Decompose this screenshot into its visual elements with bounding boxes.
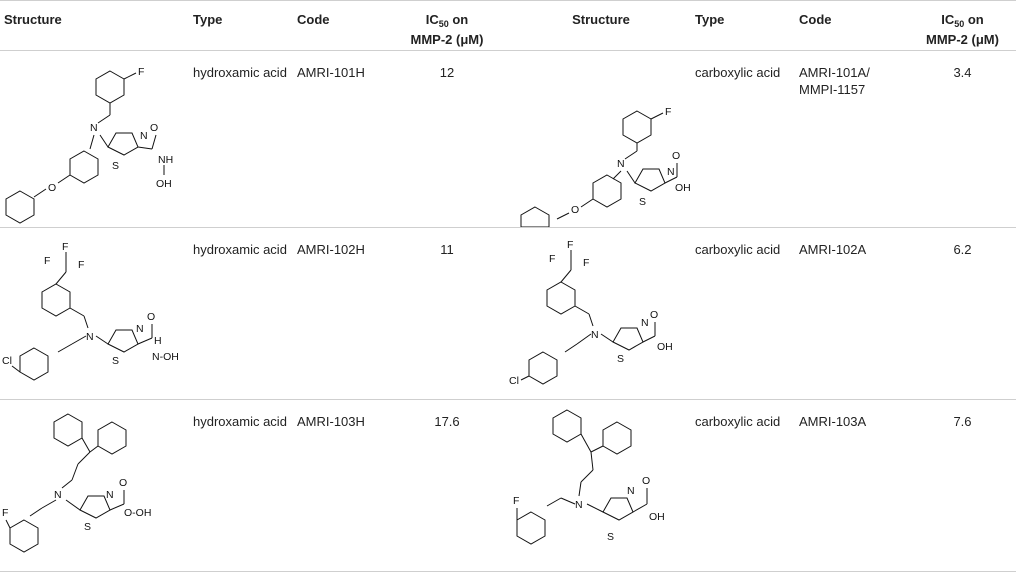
- type-cell: hydroxamic acid: [193, 65, 287, 80]
- header-structure-right: Structure: [572, 12, 630, 27]
- structure-amri-101h: F N O S N: [5, 66, 173, 224]
- svg-text:N: N: [140, 130, 148, 142]
- svg-text:S: S: [639, 196, 646, 208]
- svg-text:OH: OH: [657, 341, 673, 353]
- svg-text:O: O: [48, 182, 56, 194]
- header-structure-left: Structure: [4, 12, 62, 27]
- structure-cell: F F F N Cl S N: [0, 228, 193, 400]
- svg-text:O: O: [642, 475, 650, 487]
- structure-amri-102h: F F F N Cl S N: [2, 241, 179, 381]
- header-code-right: Code: [799, 12, 832, 27]
- svg-text:F: F: [567, 239, 573, 251]
- ic50-cell: 3.4: [953, 65, 972, 80]
- structure-cell: F N O S N O OH: [507, 51, 695, 228]
- svg-text:F: F: [665, 106, 671, 118]
- svg-text:F: F: [549, 253, 555, 265]
- svg-text:OH: OH: [675, 182, 691, 194]
- svg-text:Cl: Cl: [509, 375, 519, 387]
- svg-text:N-OH: N-OH: [152, 351, 179, 363]
- structure-cell: F F F N Cl S N: [507, 228, 695, 400]
- structure-cell: F N O S N: [0, 51, 193, 228]
- table-row: N F S N O O-OH hydroxamic acid AMR: [0, 400, 1016, 572]
- code-cell: AMRI-102H: [297, 242, 365, 257]
- svg-text:N: N: [641, 317, 649, 329]
- structure-cell: N F S N O OH: [507, 400, 695, 572]
- table-row: F N O S N: [0, 51, 1016, 228]
- svg-text:S: S: [84, 521, 91, 533]
- svg-text:N: N: [617, 158, 625, 170]
- svg-text:F: F: [2, 507, 8, 519]
- code-cell: AMRI-101H: [297, 65, 365, 80]
- type-cell: carboxylic acid: [695, 414, 781, 429]
- svg-text:F: F: [583, 257, 589, 269]
- type-cell: hydroxamic acid: [193, 414, 287, 429]
- type-cell: hydroxamic acid: [193, 242, 287, 257]
- structure-cell: N F S N O O-OH: [0, 400, 193, 572]
- ic50-cell: 17.6: [434, 414, 460, 429]
- svg-text:N: N: [90, 122, 98, 134]
- svg-text:O: O: [150, 122, 158, 134]
- svg-text:S: S: [607, 531, 614, 543]
- svg-text:N: N: [136, 323, 144, 335]
- ic50-cell: 6.2: [953, 242, 972, 257]
- structure-amri-101a: F N O S N O OH: [520, 106, 691, 227]
- code-cell: AMRI-102A: [799, 242, 867, 257]
- svg-text:Cl: Cl: [2, 355, 12, 367]
- svg-text:O: O: [147, 311, 155, 323]
- svg-text:O: O: [571, 204, 579, 216]
- ic50-cell: 12: [439, 65, 455, 80]
- header-type-left: Type: [193, 12, 223, 27]
- svg-text:O: O: [119, 477, 127, 489]
- code-cell: AMRI-103A: [799, 414, 867, 429]
- svg-text:N: N: [575, 499, 583, 511]
- structure-amri-103a: N F S N O OH: [513, 409, 665, 545]
- svg-text:O: O: [672, 150, 680, 162]
- type-cell: carboxylic acid: [695, 242, 781, 257]
- svg-text:OH: OH: [649, 511, 665, 523]
- svg-text:O: O: [650, 309, 658, 321]
- svg-text:F: F: [62, 241, 68, 253]
- svg-text:N: N: [54, 489, 62, 501]
- svg-text:S: S: [112, 160, 119, 172]
- table-row: F F F N Cl S N: [0, 228, 1016, 400]
- svg-text:NH: NH: [158, 154, 173, 166]
- ic50-cell: 11: [440, 242, 454, 257]
- svg-text:N: N: [86, 331, 94, 343]
- svg-text:S: S: [617, 353, 624, 365]
- svg-text:F: F: [44, 255, 50, 267]
- svg-text:N: N: [106, 489, 114, 501]
- svg-text:H: H: [154, 335, 162, 347]
- type-cell: carboxylic acid: [695, 65, 781, 80]
- svg-text:OH: OH: [156, 178, 172, 190]
- svg-text:N: N: [667, 166, 675, 178]
- svg-text:F: F: [138, 66, 144, 78]
- code-cell: AMRI-101A/ MMPI-1157: [799, 65, 870, 97]
- ic50-cell: 7.6: [953, 414, 972, 429]
- svg-text:F: F: [513, 495, 519, 507]
- header-type-right: Type: [695, 12, 725, 27]
- svg-text:F: F: [78, 259, 84, 271]
- structure-amri-103h: N F S N O O-OH: [2, 413, 151, 553]
- structure-amri-102a: F F F N Cl S N: [509, 239, 673, 387]
- header-code-left: Code: [297, 12, 330, 27]
- svg-text:O-OH: O-OH: [124, 507, 151, 519]
- svg-text:N: N: [591, 329, 599, 341]
- code-cell: AMRI-103H: [297, 414, 365, 429]
- svg-text:S: S: [112, 355, 119, 367]
- svg-text:N: N: [627, 485, 635, 497]
